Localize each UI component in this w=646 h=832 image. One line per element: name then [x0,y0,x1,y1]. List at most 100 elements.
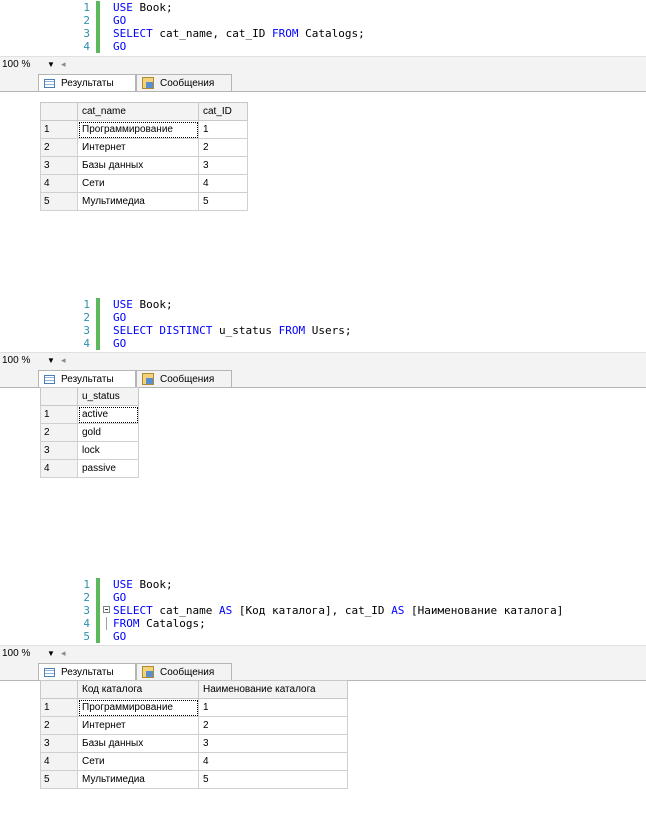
column-header[interactable]: cat_ID [198,102,248,121]
tab-results[interactable]: Результаты [38,370,136,387]
grid-cell[interactable]: lock [77,441,139,460]
grid-header-row: cat_name cat_ID [40,102,248,121]
code-text: FROM Catalogs; [113,617,206,630]
zoom-level[interactable]: 100 % [2,648,31,659]
changed-line-marker [96,578,100,591]
row-number[interactable]: 5 [40,192,78,211]
grid-cell[interactable]: Программирование [77,120,199,139]
grid-cell[interactable]: passive [77,459,139,478]
row-number[interactable]: 1 [40,405,78,424]
row-number[interactable]: 2 [40,423,78,442]
zoom-level[interactable]: 100 % [2,59,31,70]
grid-cell[interactable]: Сети [77,752,199,771]
grid-cell[interactable]: 4 [198,752,348,771]
row-number[interactable]: 1 [40,698,78,717]
grid-cell[interactable]: Базы данных [77,156,199,175]
grid-corner[interactable] [40,680,78,699]
zoom-dropdown-icon[interactable]: ▼ [47,60,55,69]
row-number[interactable]: 1 [40,120,78,139]
row-number[interactable]: 4 [40,174,78,193]
grid-cell[interactable]: Мультимедиа [77,770,199,789]
row-number[interactable]: 2 [40,138,78,157]
row-number[interactable]: 3 [40,441,78,460]
line-number: 1 [83,1,90,14]
grid-cell[interactable]: 5 [198,192,248,211]
grid-cell[interactable]: Сети [77,174,199,193]
tab-messages[interactable]: Сообщения [136,663,232,680]
collapse-icon[interactable] [103,606,110,613]
grid-cell[interactable]: 3 [198,734,348,753]
row-number[interactable]: 4 [40,752,78,771]
column-header[interactable]: Наименование каталога [198,680,348,699]
code-line[interactable]: 1 USE Book; [0,1,646,14]
grid-corner[interactable] [40,387,78,406]
grid-cell[interactable]: 5 [198,770,348,789]
grid-cell[interactable]: 1 [198,120,248,139]
tab-messages[interactable]: Сообщения [136,370,232,387]
zoom-level[interactable]: 100 % [2,355,31,366]
grid-cell[interactable]: Программирование [77,698,199,717]
row-number[interactable]: 3 [40,734,78,753]
row-number[interactable]: 5 [40,770,78,789]
grid-cell[interactable]: 2 [198,716,348,735]
grid-cell[interactable]: 3 [198,156,248,175]
grid-corner[interactable] [40,102,78,121]
line-number: 2 [83,311,90,324]
row-number[interactable]: 2 [40,716,78,735]
column-header[interactable]: cat_name [77,102,199,121]
grid-cell[interactable]: Базы данных [77,734,199,753]
grid-cell[interactable]: Интернет [77,716,199,735]
zoom-dropdown-icon[interactable]: ▼ [47,649,55,658]
column-header[interactable]: u_status [77,387,139,406]
column-header[interactable]: Код каталога [77,680,199,699]
scroll-left-icon[interactable]: ◂ [61,59,66,69]
tab-messages[interactable]: Сообщения [136,74,232,91]
zoom-dropdown-icon[interactable]: ▼ [47,356,55,365]
grid-cell[interactable]: gold [77,423,139,442]
changed-line-marker [96,591,100,604]
code-text: USE Book; [113,1,173,14]
grid-cell[interactable]: Интернет [77,138,199,157]
tab-results[interactable]: Результаты [38,74,136,91]
grid-cell[interactable]: active [77,405,139,424]
scroll-left-icon[interactable]: ◂ [61,355,66,365]
row-number[interactable]: 3 [40,156,78,175]
row-number[interactable]: 4 [40,459,78,478]
tab-results[interactable]: Результаты [38,663,136,680]
grid-cell[interactable]: 1 [198,698,348,717]
grid-cell[interactable]: 2 [198,138,248,157]
scroll-left-icon[interactable]: ◂ [61,648,66,658]
grid-cell[interactable]: 4 [198,174,248,193]
grid-cell[interactable]: Мультимедиа [77,192,199,211]
